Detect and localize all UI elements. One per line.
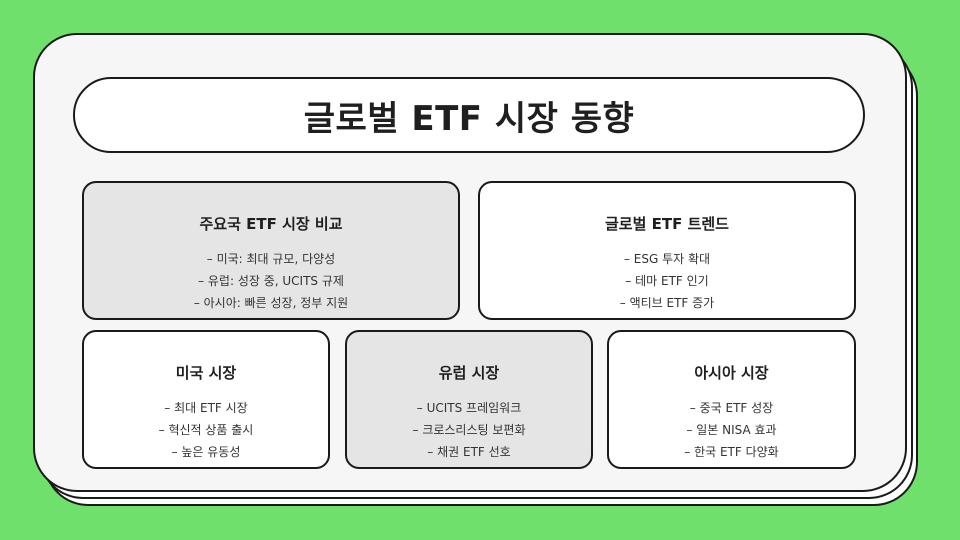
card-title: 글로벌 ETF 트렌드 [605,215,729,233]
list-item: – 아시아: 빠른 성장, 정부 지원 [193,296,349,310]
card-europe-market: 유럽 시장 – UCITS 프레임워크 – 크로스리스팅 보편화 – 채권 ET… [345,330,593,469]
list-item: – 중국 ETF 성장 [689,401,774,415]
list-item: – 높은 유동성 [171,445,241,459]
card-list: – 미국: 최대 규모, 다양성 – 유럽: 성장 중, UCITS 규제 – … [194,248,348,314]
page-title: 글로벌 ETF 시장 동향 [303,98,635,139]
card-list: – ESG 투자 확대 – 테마 ETF 인기 – 액티브 ETF 증가 [620,248,714,314]
card-title: 미국 시장 [175,364,237,382]
card-title: 주요국 ETF 시장 비교 [199,215,343,233]
card-title: 아시아 시장 [694,364,769,382]
list-item: – UCITS 프레임워크 [416,401,522,415]
card-list: – 중국 ETF 성장 – 일본 NISA 효과 – 한국 ETF 다양화 [684,397,778,463]
list-item: – 한국 ETF 다양화 [684,445,779,459]
list-item: – 액티브 ETF 증가 [619,296,715,310]
list-item: – 일본 NISA 효과 [686,423,777,437]
list-item: – 혁신적 상품 출시 [158,423,254,437]
title-banner: 글로벌 ETF 시장 동향 [73,77,865,153]
card-major-markets: 주요국 ETF 시장 비교 – 미국: 최대 규모, 다양성 – 유럽: 성장 … [82,181,460,320]
list-item: – ESG 투자 확대 [623,252,711,266]
list-item: – 미국: 최대 규모, 다양성 [206,252,336,266]
list-item: – 크로스리스팅 보편화 [412,423,526,437]
list-item: – 최대 ETF 시장 [164,401,248,415]
list-item: – 채권 ETF 선호 [427,445,511,459]
card-title: 유럽 시장 [438,364,500,382]
card-us-market: 미국 시장 – 최대 ETF 시장 – 혁신적 상품 출시 – 높은 유동성 [82,330,330,469]
card-asia-market: 아시아 시장 – 중국 ETF 성장 – 일본 NISA 효과 – 한국 ETF… [607,330,856,469]
list-item: – 유럽: 성장 중, UCITS 규제 [198,274,344,288]
card-list: – 최대 ETF 시장 – 혁신적 상품 출시 – 높은 유동성 [159,397,254,463]
card-list: – UCITS 프레임워크 – 크로스리스팅 보편화 – 채권 ETF 선호 [413,397,526,463]
list-item: – 테마 ETF 인기 [625,274,709,288]
card-global-trends: 글로벌 ETF 트렌드 – ESG 투자 확대 – 테마 ETF 인기 – 액티… [478,181,856,320]
